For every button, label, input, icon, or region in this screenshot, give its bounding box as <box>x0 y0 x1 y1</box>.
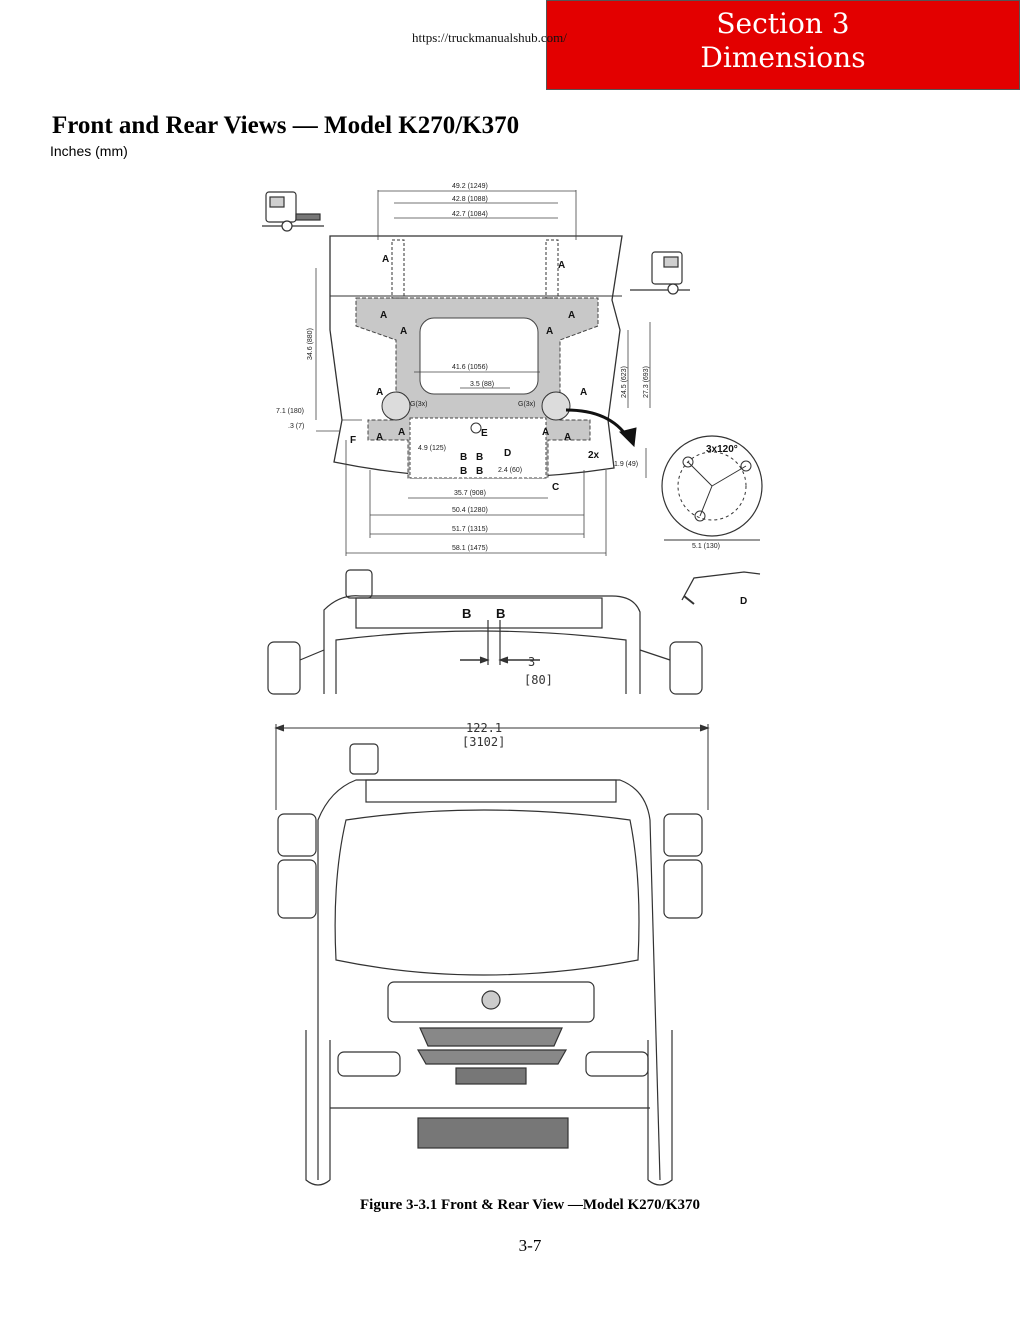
svg-text:F: F <box>350 435 356 446</box>
svg-text:24.5 (623): 24.5 (623) <box>621 366 628 398</box>
svg-text:A: A <box>376 387 383 398</box>
svg-text:A: A <box>564 432 571 443</box>
truck-side-icon-right <box>630 251 690 295</box>
svg-text:27.3 (693): 27.3 (693) <box>643 366 650 398</box>
svg-text:7.1 (180): 7.1 (180) <box>276 408 304 415</box>
rear-dimension-lines <box>315 190 651 556</box>
section-number: Section 3 <box>716 7 850 40</box>
svg-text:122.1: 122.1 <box>466 721 502 735</box>
svg-text:A: A <box>546 326 553 337</box>
svg-text:2.4 (60): 2.4 (60) <box>498 467 522 474</box>
svg-text:51.7 (1315): 51.7 (1315) <box>452 526 488 533</box>
svg-text:3.5 (88): 3.5 (88) <box>470 381 494 388</box>
svg-text:D: D <box>740 596 747 607</box>
rear-dimension-labels: 49.2 (1249) 42.8 (1088) 42.7 (1084) 34.6… <box>276 183 747 749</box>
svg-text:A: A <box>398 427 405 438</box>
svg-text:A: A <box>542 427 549 438</box>
svg-text:B: B <box>460 466 467 477</box>
truck-side-icon-left <box>262 191 324 232</box>
svg-text:[80]: [80] <box>524 673 553 687</box>
svg-text:A: A <box>400 326 407 337</box>
svg-text:49.2 (1249): 49.2 (1249) <box>452 183 488 190</box>
front-view-upper <box>267 569 703 695</box>
svg-text:A: A <box>380 310 387 321</box>
svg-text:B: B <box>460 452 467 463</box>
svg-text:3: 3 <box>528 655 535 669</box>
source-url[interactable]: https://truckmanualshub.com/ <box>412 30 567 45</box>
svg-text:A: A <box>568 310 575 321</box>
bolt-pattern-detail <box>661 435 763 605</box>
svg-text:5.1 (130): 5.1 (130) <box>692 543 720 550</box>
section-name: Dimensions <box>700 41 866 74</box>
svg-text:A: A <box>558 260 565 271</box>
svg-text:4.9 (125): 4.9 (125) <box>418 445 446 452</box>
front-view-full <box>274 724 710 1186</box>
figure-caption: Figure 3-3.1 Front & Rear View —Model K2… <box>360 1197 700 1213</box>
svg-text:A: A <box>382 254 389 265</box>
section-header: Section 3 Dimensions <box>546 0 1020 90</box>
svg-text:B: B <box>462 606 471 621</box>
svg-text:2x: 2x <box>588 450 600 461</box>
svg-text:41.6 (1056): 41.6 (1056) <box>452 364 488 371</box>
svg-text:3x120°: 3x120° <box>706 444 738 455</box>
page-title: Front and Rear Views — Model K270/K370 <box>52 112 520 139</box>
units-note: Inches (mm) <box>50 143 128 159</box>
svg-text:A: A <box>580 387 587 398</box>
svg-text:.3 (7): .3 (7) <box>288 423 304 430</box>
svg-text:[3102]: [3102] <box>462 735 505 749</box>
svg-text:D: D <box>504 448 511 459</box>
svg-text:34.6 (880): 34.6 (880) <box>307 328 314 360</box>
svg-text:E: E <box>481 428 488 439</box>
svg-text:G(3x): G(3x) <box>410 401 428 408</box>
svg-text:58.1 (1475): 58.1 (1475) <box>452 545 488 552</box>
page-number: 3-7 <box>518 1236 542 1255</box>
svg-text:B: B <box>476 452 483 463</box>
svg-text:42.7 (1084): 42.7 (1084) <box>452 211 488 218</box>
svg-text:35.7 (908): 35.7 (908) <box>454 490 486 497</box>
svg-text:B: B <box>476 466 483 477</box>
svg-text:G(3x): G(3x) <box>518 401 536 408</box>
svg-text:C: C <box>552 482 559 493</box>
svg-text:42.8 (1088): 42.8 (1088) <box>452 196 488 203</box>
svg-text:1.9 (49): 1.9 (49) <box>614 461 638 468</box>
svg-text:B: B <box>496 606 505 621</box>
svg-text:50.4 (1280): 50.4 (1280) <box>452 507 488 514</box>
svg-text:A: A <box>376 432 383 443</box>
